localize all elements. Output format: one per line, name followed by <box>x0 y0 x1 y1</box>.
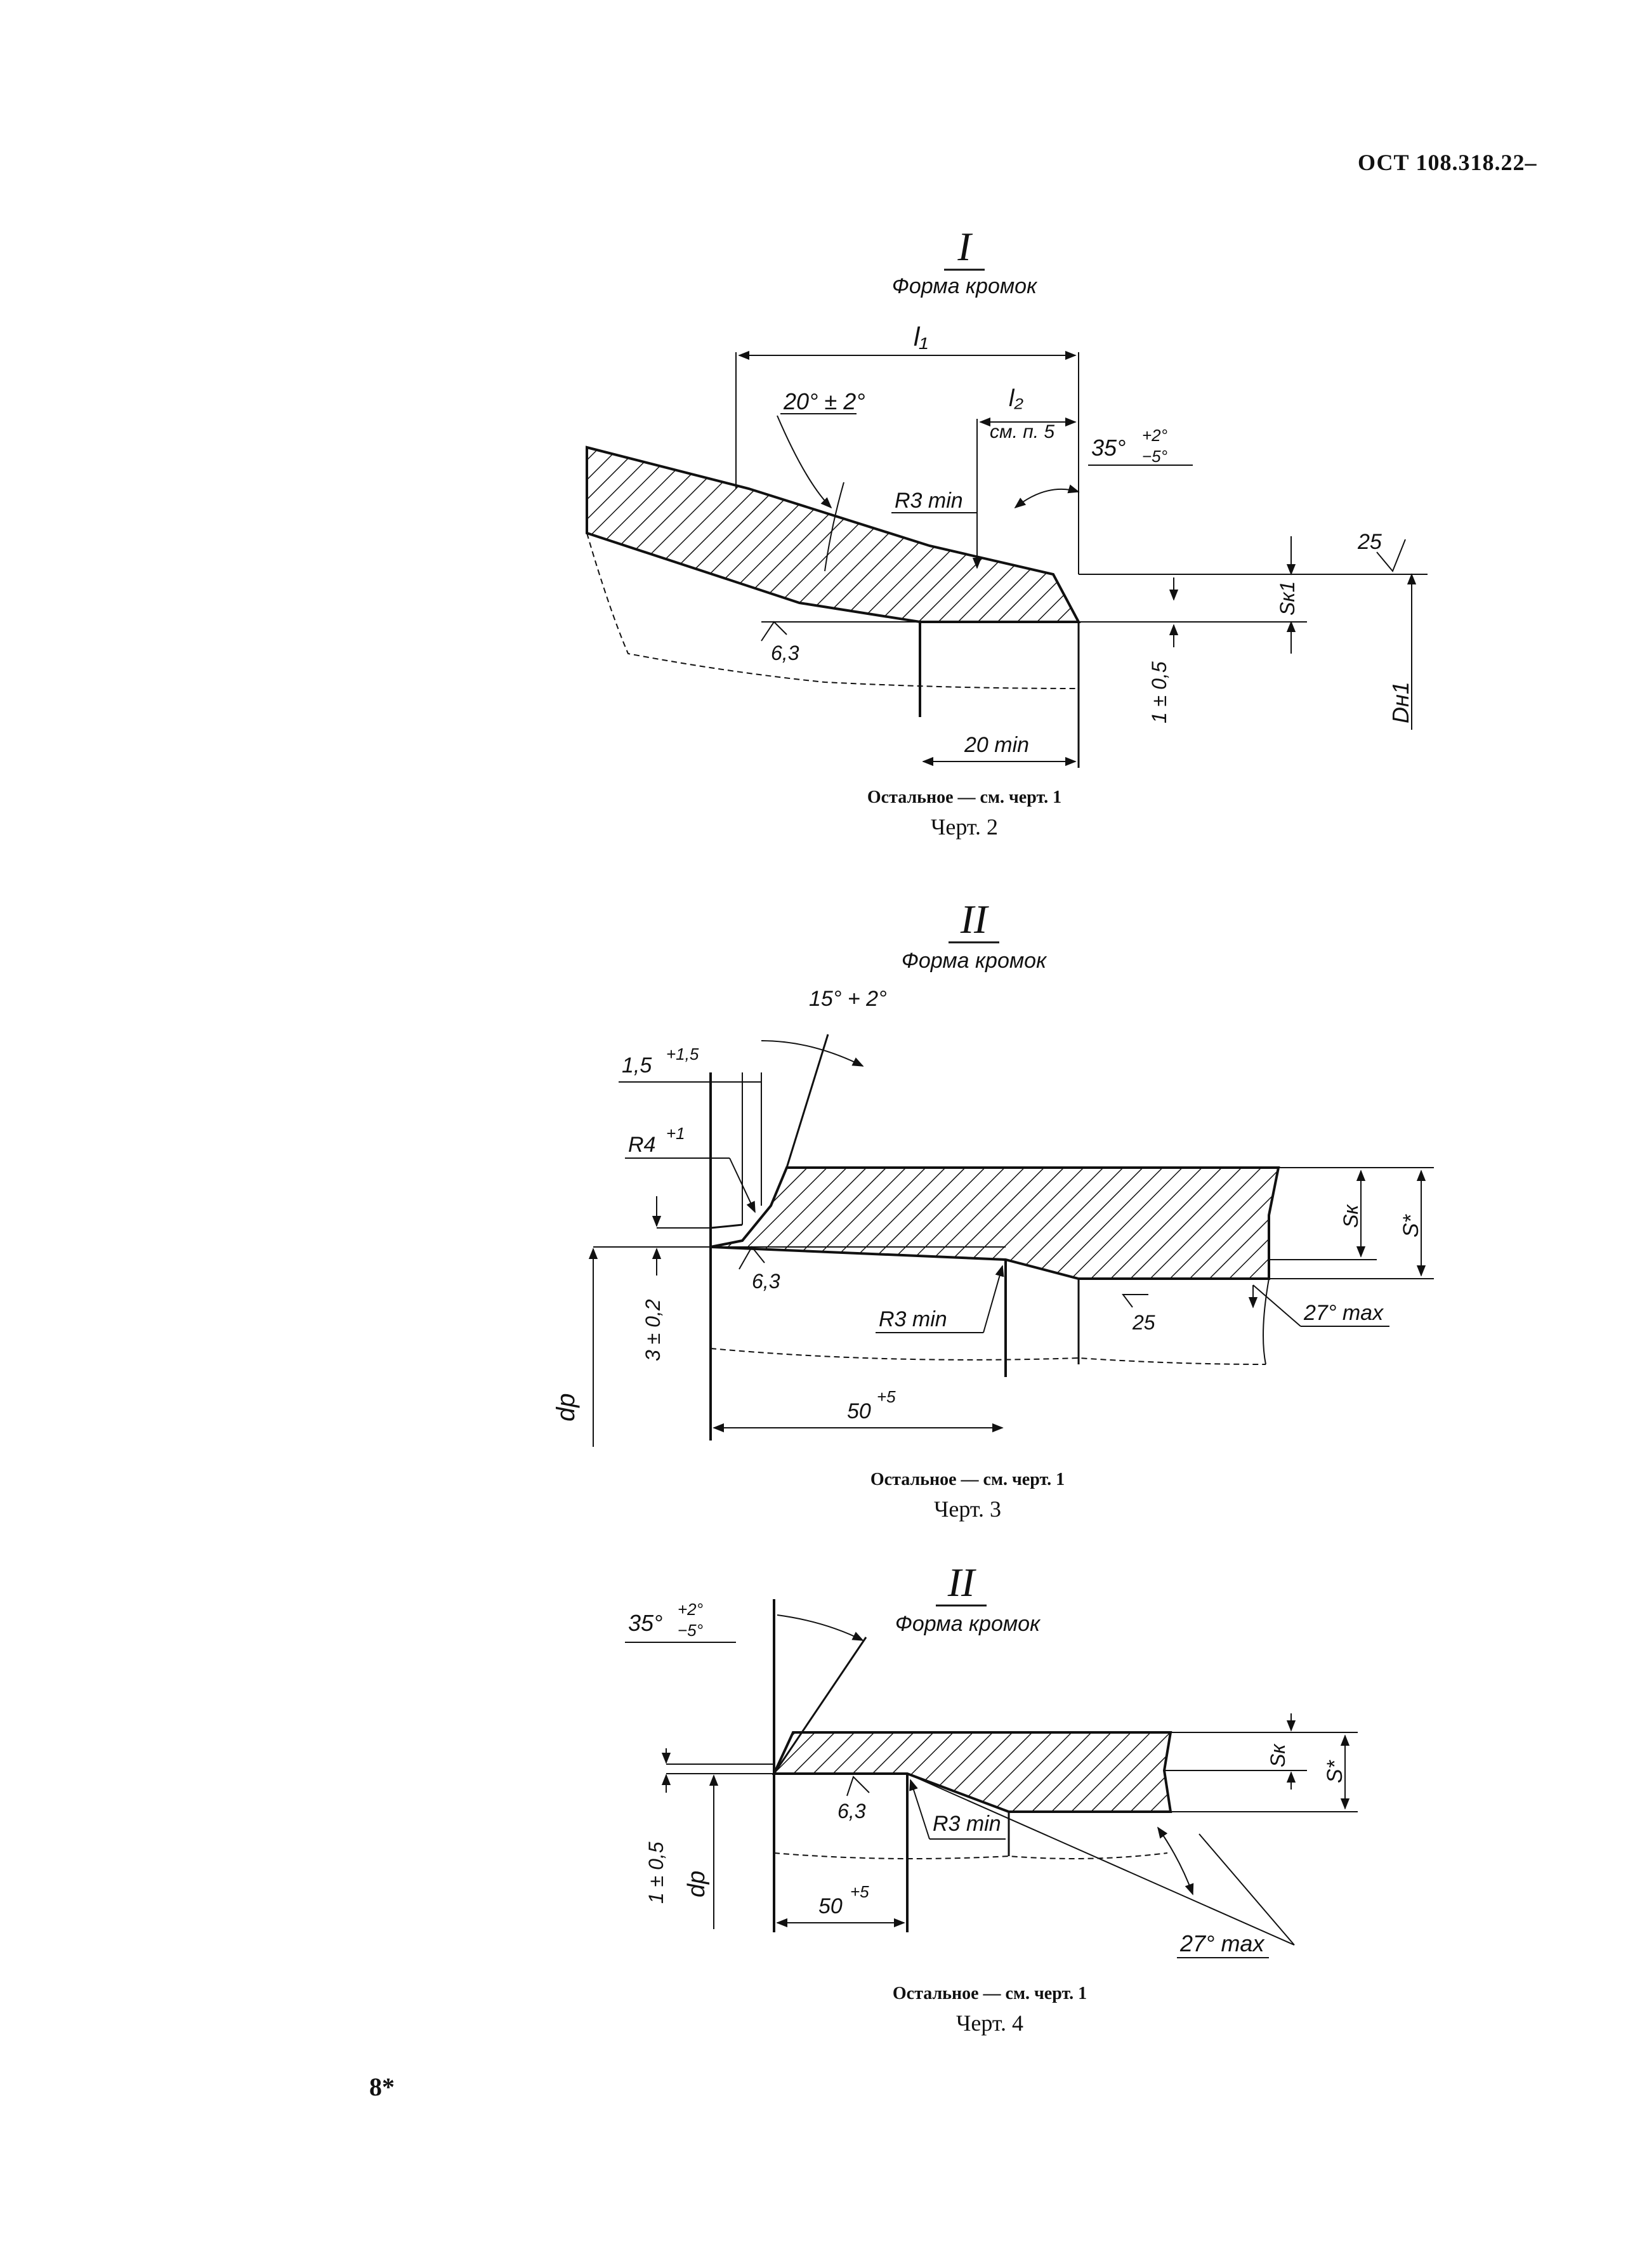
drawing-4: II Форма кромок 35° +2° −5° 1 ± 0,5 dр 6… <box>625 1560 1358 1958</box>
drawing-3-length-tol: +5 <box>877 1387 896 1406</box>
drawing-3-radius-r3: R3 min <box>879 1307 947 1331</box>
drawing-3-section <box>710 1166 1280 1280</box>
drawing-3-rest-note: Остальное — см. черт. 1 <box>870 1470 1065 1489</box>
drawing-3-s-star: S* <box>1399 1213 1423 1237</box>
document-code: ОСТ 108.318.22– <box>1358 150 1537 175</box>
drawing-3-gap-tol: +1,5 <box>666 1045 699 1064</box>
drawing-3-land: 3 ± 0,2 <box>641 1299 664 1361</box>
drawing-2-sk1: Sк1 <box>1276 581 1299 616</box>
drawing-2-l2: l₂ <box>1009 385 1023 412</box>
drawing-4-angle-bevel-tol-upper: +2° <box>678 1600 703 1619</box>
drawing-4-caption: Черт. 4 <box>956 2010 1023 2036</box>
drawing-2-roughness-63: 6,3 <box>771 642 799 664</box>
drawing-3-length: 50 <box>847 1399 871 1423</box>
drawing-2-angle-bevel: 35° <box>1091 435 1126 461</box>
drawing-2-subtitle: Форма кромок <box>892 274 1038 298</box>
drawing-2-roughness-25: 25 <box>1357 530 1382 554</box>
drawing-2-land: 1 ± 0,5 <box>1148 661 1171 723</box>
drawing-2-caption: Черт. 2 <box>931 814 998 840</box>
drawing-2-l1: l₁ <box>914 322 928 352</box>
drawing-2-length: 20 min <box>964 733 1029 757</box>
drawing-3-dp: dр <box>552 1394 580 1422</box>
drawing-4-dp: dр <box>683 1871 710 1897</box>
drawing-2-section <box>586 445 1081 623</box>
drawing-2-rest-note: Остальное — см. черт. 1 <box>867 788 1061 807</box>
drawing-4-land: 1 ± 0,5 <box>645 1842 667 1904</box>
drawing-3-radius-r4-tol: +1 <box>666 1124 685 1143</box>
drawing-3-sk: Sк <box>1339 1204 1362 1228</box>
drawing-4-length-tol: +5 <box>850 1882 869 1901</box>
drawing-2-radius: R3 min <box>895 489 963 513</box>
drawing-4-sk: Sк <box>1266 1743 1289 1767</box>
drawing-4-length: 50 <box>818 1894 843 1918</box>
drawing-3-angle: 15° + 2° <box>809 987 887 1011</box>
drawing-2-l2-note: см. п. 5 <box>990 421 1054 442</box>
drawing-2-dn1: Dн1 <box>1388 682 1414 723</box>
drawing-4-rest-note: Остальное — см. черт. 1 <box>893 1984 1087 2003</box>
drawing-4-angle-bevel: 35° <box>628 1610 662 1636</box>
drawing-4-section <box>772 1731 1172 1813</box>
drawing-3-radius-r4: R4 <box>628 1133 655 1157</box>
drawing-3-roughness-63: 6,3 <box>752 1270 780 1293</box>
drawing-2-view-label: I <box>957 224 973 269</box>
drawing-4-radius-r3: R3 min <box>933 1812 1001 1836</box>
drawing-3-gap: 1,5 <box>622 1053 652 1078</box>
drawing-3-caption: Черт. 3 <box>934 1496 1001 1522</box>
drawing-2-angle-taper: 20° ± 2° <box>783 388 865 414</box>
drawing-3-subtitle: Форма кромок <box>902 949 1047 973</box>
drawing-3: II Форма кромок 15° + 2° 1,5 +1,5 R4 +1 … <box>552 897 1434 1447</box>
drawing-4-view-label: II <box>947 1560 976 1605</box>
drawing-4-s-star: S* <box>1323 1759 1347 1783</box>
drawing-4-roughness-63: 6,3 <box>837 1800 866 1823</box>
drawing-4-subtitle: Форма кромок <box>895 1612 1041 1636</box>
drawing-3-roughness-25: 25 <box>1132 1311 1155 1334</box>
drawing-4-angle-max: 27° max <box>1179 1930 1265 1956</box>
drawing-2-angle-bevel-tol-upper: +2° <box>1142 426 1167 445</box>
page-mark: 8* <box>369 2073 395 2101</box>
drawing-4-angle-bevel-tol-lower: −5° <box>678 1621 703 1640</box>
drawing-2: I Форма кромок l₁ l₂ см. п. 5 20° ± 2° 3… <box>586 224 1428 768</box>
drawing-3-angle-max: 27° max <box>1303 1301 1384 1325</box>
drawing-3-view-label: II <box>960 897 989 942</box>
drawing-2-angle-bevel-tol-lower: −5° <box>1142 447 1167 466</box>
